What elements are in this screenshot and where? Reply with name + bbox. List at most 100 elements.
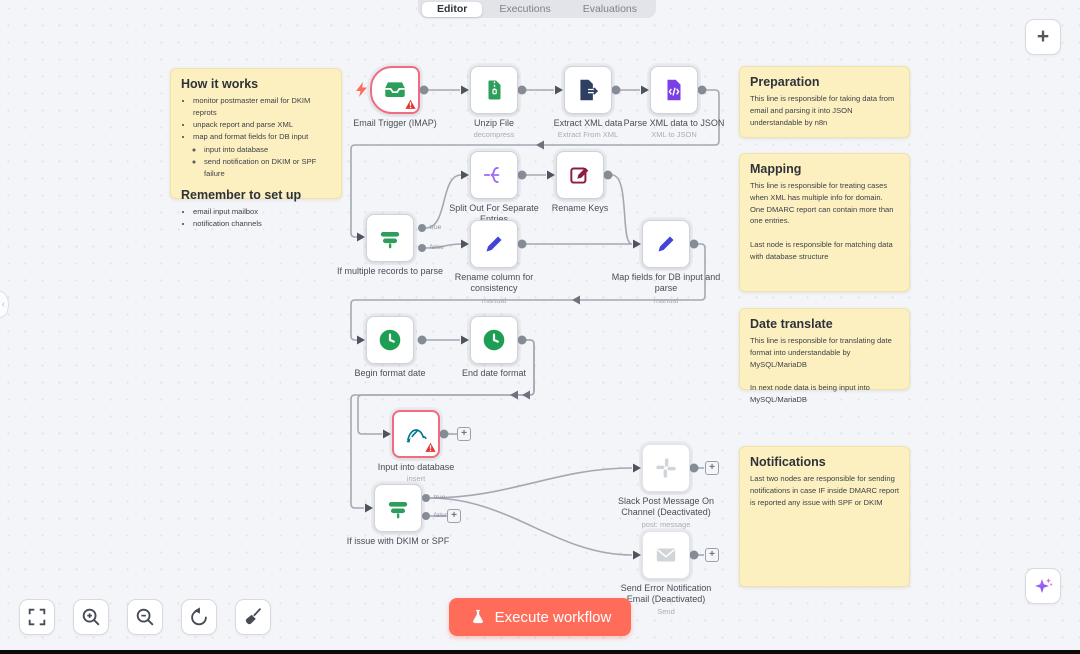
node-parse-xml-to-json[interactable]	[650, 66, 698, 114]
node-sublabel: decompress	[473, 130, 515, 140]
note-bullet: send notification on DKIM or SPF failure	[204, 156, 331, 180]
node-label: End date format	[461, 368, 527, 378]
note-bullet: input into database	[204, 144, 331, 156]
clock-icon	[379, 329, 401, 351]
fit-view-button[interactable]	[19, 599, 55, 635]
node-extract-xml[interactable]	[564, 66, 612, 114]
zip-file-icon	[488, 80, 501, 100]
fit-view-icon	[28, 608, 46, 626]
node-slack-post-message[interactable]	[642, 444, 690, 492]
switch-icon	[380, 232, 400, 249]
add-connection-button[interactable]: +	[447, 509, 461, 523]
edit-square-icon	[570, 167, 589, 184]
note-title: Preparation	[750, 75, 820, 89]
note-title: How it works	[181, 77, 259, 91]
node-sublabel: manual	[481, 295, 507, 305]
zoom-out-button[interactable]	[127, 599, 163, 635]
file-export-icon	[580, 79, 600, 101]
add-connection-button[interactable]: +	[457, 427, 471, 441]
node-send-error-email[interactable]	[642, 531, 690, 579]
sticky-note-how-it-works[interactable]: How it works monitor postmaster email fo…	[170, 68, 342, 228]
node-sublabel: XML to JSON	[651, 130, 697, 140]
node-label: Begin format date	[354, 368, 426, 378]
screen-edge	[0, 650, 1080, 654]
sticky-note-date-translate[interactable]: Date translate This line is responsible …	[739, 308, 910, 404]
add-connection-button[interactable]: +	[705, 461, 719, 475]
node-rename-column[interactable]	[470, 220, 518, 268]
add-node-button[interactable]: +	[1025, 19, 1061, 55]
node-sublabel: Send	[657, 606, 675, 616]
node-label: Parse XML data to JSON	[623, 118, 725, 128]
port-label-true: true	[430, 224, 442, 231]
node-label: If issue with DKIM or SPF	[346, 536, 450, 546]
zoom-in-icon	[82, 608, 100, 626]
node-label: Unzip File	[473, 118, 514, 128]
file-code-icon	[667, 79, 681, 101]
execute-workflow-label: Execute workflow	[494, 608, 612, 626]
sparkles-icon	[1035, 578, 1053, 593]
node-label: If multiple records to parse	[336, 266, 444, 276]
node-sublabel: post: message	[641, 519, 691, 529]
add-connection-button[interactable]: +	[705, 548, 719, 562]
tab-editor[interactable]: Editor	[422, 1, 483, 17]
node-label: Input into database	[377, 462, 455, 472]
node-map-fields[interactable]	[642, 220, 690, 268]
node-sublabel: manual	[653, 295, 679, 305]
port-label-false: false	[430, 244, 444, 251]
sticky-note-mapping[interactable]: Mapping This line is responsible for tre…	[739, 153, 910, 292]
node-label: Send Error Notification Email (Deactivat…	[620, 583, 712, 605]
broom-icon	[245, 608, 261, 625]
tab-executions[interactable]: Executions	[499, 3, 551, 15]
port-label-true: true	[434, 494, 446, 501]
node-begin-format-date[interactable]	[366, 316, 414, 364]
note-bullet: unpack report and parse XML	[193, 119, 331, 131]
note-title: Notifications	[750, 455, 826, 469]
chevron-left-icon: ‹	[1, 299, 5, 310]
node-sublabel: Extract From XML	[557, 130, 619, 140]
note-body: This line is responsible for treating ca…	[750, 181, 894, 261]
note-title: Mapping	[750, 162, 802, 176]
node-end-date-format[interactable]	[470, 316, 518, 364]
node-unzip-file[interactable]	[470, 66, 518, 114]
note-bullet-list: monitor postmaster email for DKIM reprot…	[193, 95, 331, 180]
note-bullet-list: email input mailboxnotification channels	[193, 206, 331, 230]
clock-icon	[483, 329, 505, 351]
zoom-in-button[interactable]	[73, 599, 109, 635]
undo-icon	[191, 607, 207, 626]
node-label: Rename Keys	[551, 203, 609, 213]
node-label: Map fields for DB input and parse	[611, 272, 721, 294]
tidy-up-button[interactable]	[235, 599, 271, 635]
pencil-icon	[486, 236, 502, 252]
tab-evaluations[interactable]: Evaluations	[582, 3, 638, 15]
plus-icon: +	[1036, 24, 1050, 48]
flask-icon	[472, 609, 483, 624]
node-label: Email Trigger (IMAP)	[353, 118, 437, 128]
node-if-issue-dkim-spf[interactable]	[374, 484, 422, 532]
reset-zoom-button[interactable]	[181, 599, 217, 635]
node-if-multiple-records[interactable]	[366, 214, 414, 262]
node-rename-keys[interactable]	[556, 151, 604, 199]
note-bullet: notification channels	[193, 218, 331, 230]
slack-icon	[656, 458, 676, 478]
node-label: Split Out For Separate Entries	[449, 203, 539, 224]
note-title: Remember to set up	[181, 187, 302, 202]
sticky-note-preparation[interactable]: Preparation This line is responsible for…	[739, 66, 910, 138]
sticky-note-notifications[interactable]: Notifications Last two nodes are respons…	[739, 446, 910, 587]
trigger-bolt-icon	[356, 82, 368, 103]
node-sublabel: insert	[406, 474, 426, 484]
note-bullet: map and format fields for DB input	[193, 131, 331, 143]
node-label: Rename column for consistency	[454, 272, 534, 294]
view-tabs: Editor Executions Evaluations	[418, 0, 657, 18]
switch-icon	[388, 502, 408, 519]
warning-icon	[423, 440, 438, 458]
split-out-icon	[483, 167, 500, 183]
ai-assistant-button[interactable]	[1025, 568, 1061, 604]
node-split-out[interactable]	[470, 151, 518, 199]
note-bullet: monitor postmaster email for DKIM reprot…	[193, 95, 331, 119]
execute-workflow-button[interactable]: Execute workflow	[449, 598, 631, 636]
envelope-icon	[656, 548, 676, 562]
note-body: This line is responsible for translating…	[750, 336, 892, 404]
inbox-icon	[385, 82, 405, 98]
